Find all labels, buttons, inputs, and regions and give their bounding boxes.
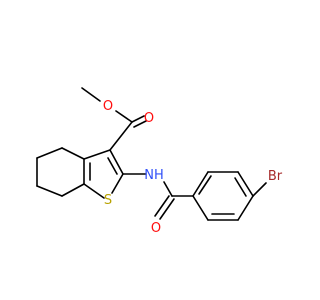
bromine-label: Br	[268, 169, 283, 184]
bond-amide-carbonyl-double-a	[154, 195, 170, 217]
bond-s-c7a	[83, 183, 105, 199]
bond-oxygen-carbonyl	[115, 110, 133, 123]
bond-benz-3-4-inner	[234, 177, 247, 197]
bond-amide-carbonyl-double-b	[159, 198, 175, 220]
bond-benz-3-4	[237, 171, 254, 197]
bonds	[36, 87, 267, 221]
bond-c6-c7	[36, 185, 63, 197]
bond-nh-amide-carbon	[163, 181, 173, 197]
bond-c7-c7a	[61, 183, 85, 197]
amide-nitrogen-label: NH	[144, 168, 164, 183]
bond-benz-6-1	[192, 195, 209, 221]
bond-benz-1-2	[192, 171, 209, 197]
bond-c3-c2	[109, 149, 124, 175]
ester-ether-oxygen-label: O	[103, 99, 113, 114]
bond-ester-carbonyl-double-b	[133, 120, 147, 128]
bond-benz-4-5	[237, 195, 254, 221]
chemical-structure-diagram: O O NH S O Br	[36, 87, 283, 236]
bond-c4-c5	[36, 147, 63, 159]
bond-c3-c2-inner	[107, 157, 118, 175]
thiophene-sulfur-label: S	[104, 193, 112, 208]
bond-c3-c3a	[83, 149, 111, 160]
bond-ester-carbonyl-double-a	[131, 115, 145, 123]
bond-c2-s	[111, 173, 124, 194]
bond-benz-1-2-inner	[198, 175, 212, 195]
ester-carbonyl-oxygen-label: O	[144, 111, 154, 126]
bond-methyl-oxygen	[81, 87, 101, 102]
bond-c3a-c4	[61, 147, 85, 160]
atom-labels: O O NH S O Br	[103, 99, 283, 236]
bond-ring-bromine	[252, 182, 267, 197]
bond-carbonyl-c3	[109, 121, 133, 151]
amide-carbonyl-oxygen-label: O	[151, 221, 161, 236]
